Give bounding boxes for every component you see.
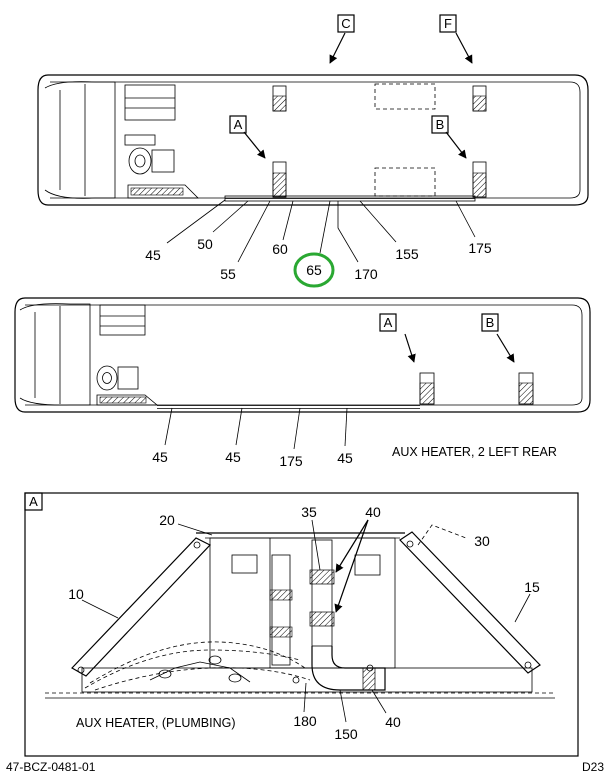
section-b-box-top <box>431 115 449 134</box>
callout-top-50: 50 <box>197 236 213 252</box>
callout-detail-15: 15 <box>524 579 540 595</box>
section-a-box-top <box>229 115 247 134</box>
section-label-b-mid: B <box>486 315 495 330</box>
callout-detail-30: 30 <box>474 533 490 549</box>
callout-detail-180: 180 <box>293 713 317 729</box>
callout-top-65: 65 <box>306 262 322 278</box>
callout-mid-175: 175 <box>279 453 303 469</box>
page-code: D23 <box>582 760 604 774</box>
detail-view-caption: AUX HEATER, (PLUMBING) <box>76 716 236 730</box>
callout-detail-40-bottom: 40 <box>385 714 401 730</box>
callout-mid-45-c: 45 <box>337 450 353 466</box>
drawing-number: 47-BCZ-0481-01 <box>6 760 96 774</box>
section-label-a-top: A <box>234 117 243 132</box>
highlight-circle <box>293 252 335 288</box>
callout-detail-150: 150 <box>334 726 358 742</box>
middle-view-caption: AUX HEATER, 2 LEFT REAR <box>392 445 557 459</box>
section-a-box-mid <box>379 313 397 332</box>
callout-top-170: 170 <box>354 266 378 282</box>
callout-top-155: 155 <box>395 246 419 262</box>
section-label-a-detail: A <box>29 494 38 509</box>
callout-mid-45-b: 45 <box>225 449 241 465</box>
callout-detail-40-top: 40 <box>365 504 381 520</box>
section-label-a-mid: A <box>384 315 393 330</box>
callout-top-175: 175 <box>468 240 492 256</box>
section-c-box <box>337 14 355 33</box>
callout-detail-10: 10 <box>68 586 84 602</box>
heater-assembly <box>45 519 555 723</box>
callout-detail-20: 20 <box>159 512 175 528</box>
detail-frame <box>24 492 579 757</box>
section-a-box-detail <box>24 492 43 511</box>
callout-top-45: 45 <box>145 247 161 263</box>
callout-top-60: 60 <box>272 241 288 257</box>
top-bus-view <box>37 32 589 263</box>
section-label-c: C <box>341 16 350 31</box>
callout-detail-35: 35 <box>301 504 317 520</box>
middle-bus-view <box>14 297 591 450</box>
callout-top-55: 55 <box>220 266 236 282</box>
callout-mid-45-a: 45 <box>152 449 168 465</box>
section-f-box <box>439 14 457 33</box>
section-label-b-top: B <box>436 117 445 132</box>
section-b-box-mid <box>481 313 499 332</box>
section-label-f: F <box>444 16 452 31</box>
